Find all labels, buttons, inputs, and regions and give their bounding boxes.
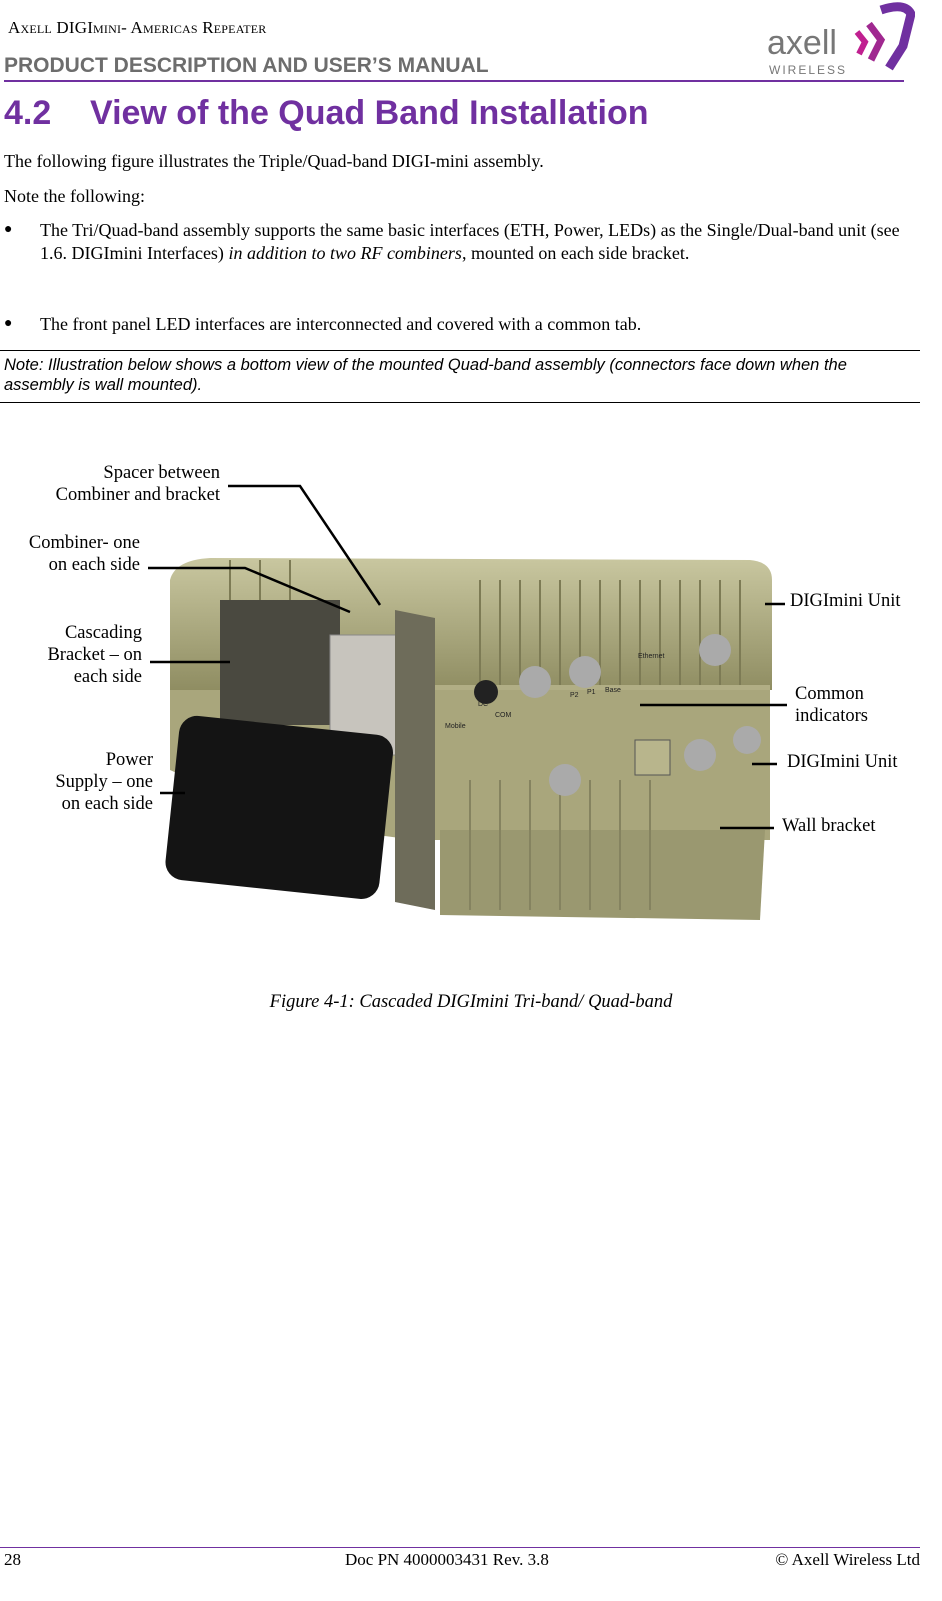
note-bottom-rule [0, 402, 920, 403]
svg-text:Base: Base [605, 687, 621, 694]
copyright: © Axell Wireless Ltd [775, 1550, 920, 1569]
callout-digimini-unit-top: DIGImini Unit [790, 591, 901, 611]
section-heading: 4.2 View of the Quad Band Installation [4, 94, 649, 133]
figure-caption: Figure 4-1: Cascaded DIGImini Tri-band/ … [269, 992, 673, 1012]
page-number: 28 [4, 1550, 21, 1569]
svg-text:axell: axell [767, 24, 837, 62]
header-series-title: Axell DIGImini- Americas Repeater [8, 18, 267, 37]
header-divider [4, 80, 904, 82]
bullet-item: The front panel LED interfaces are inter… [40, 314, 642, 334]
bullet-icon: ● [4, 316, 13, 331]
svg-text:COM: COM [495, 712, 512, 719]
svg-text:Mobile: Mobile [445, 723, 466, 730]
callout-digimini-unit-bottom: DIGImini Unit [787, 752, 898, 772]
svg-text:P2: P2 [570, 692, 579, 699]
note-top-rule [0, 350, 920, 351]
intro-paragraph: The following figure illustrates the Tri… [4, 151, 544, 171]
doc-number: Doc PN 4000003431 Rev. 3.8 [345, 1550, 549, 1569]
section-number: 4.2 [4, 94, 52, 132]
bullet-item: The Tri/Quad-band assembly supports the … [40, 220, 900, 263]
svg-text:Ethernet: Ethernet [638, 653, 665, 660]
header-manual-title: PRODUCT DESCRIPTION AND USER’S MANUAL [4, 54, 489, 77]
svg-text:P1: P1 [587, 689, 596, 696]
quad-band-assembly-illustration: DC Mobile COM P2 P1 Base Ethernet [165, 558, 772, 920]
svg-text:WIRELESS: WIRELESS [769, 63, 847, 77]
callout-wall-bracket: Wall bracket [782, 816, 876, 836]
callout-leaders [148, 484, 787, 830]
section-title: View of the Quad Band Installation [90, 94, 649, 132]
axell-wireless-logo: axell WIRELESS [767, 2, 915, 77]
bullet-icon: ● [4, 222, 13, 237]
illustration-note: Note: Illustration below shows a bottom … [4, 356, 847, 394]
footer-divider [0, 1547, 920, 1548]
svg-text:DC: DC [478, 701, 488, 708]
note-lead: Note the following: [4, 186, 145, 206]
